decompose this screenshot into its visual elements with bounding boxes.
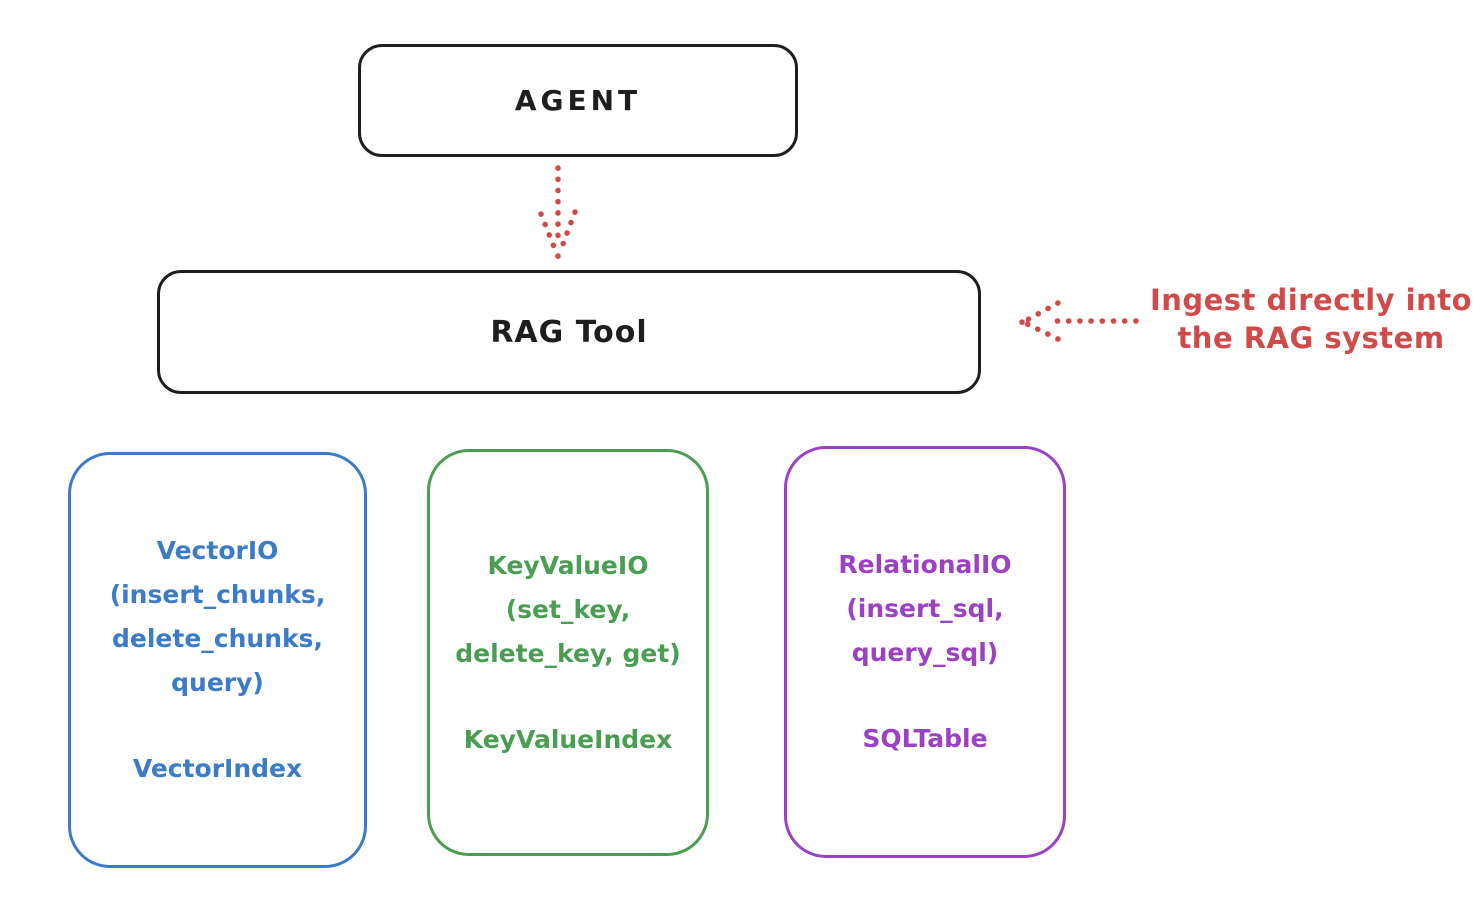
keyvalue-io-node: KeyValueIO (set_key, delete_key, get) Ke… xyxy=(427,449,709,856)
vector-io-methods-label: VectorIO (insert_chunks, delete_chunks, … xyxy=(109,536,326,697)
relational-io-node: RelationalIO (insert_sql, query_sql) SQL… xyxy=(784,446,1066,858)
rag-tool-node: RAG Tool xyxy=(157,270,981,394)
rag-tool-node-label: RAG Tool xyxy=(490,314,648,350)
agent-node-label: AGENT xyxy=(514,84,642,117)
vector-index-label: VectorIndex xyxy=(132,754,303,783)
keyvalue-io-methods-label: KeyValueIO (set_key, delete_key, get) xyxy=(455,550,681,668)
ingest-annotation-text: Ingest directly into the RAG system xyxy=(1149,283,1473,355)
agent-to-ragtool-arrow xyxy=(538,165,578,259)
keyvalue-index-label: KeyValueIndex xyxy=(463,724,673,754)
vector-io-node: VectorIO (insert_chunks, delete_chunks, … xyxy=(68,452,367,868)
sql-table-label: SQLTable xyxy=(862,724,988,753)
ingest-annotation-arrow xyxy=(1019,300,1139,342)
relational-io-methods-label: RelationalIO (insert_sql, query_sql) xyxy=(838,550,1012,667)
agent-node: AGENT xyxy=(358,44,798,157)
